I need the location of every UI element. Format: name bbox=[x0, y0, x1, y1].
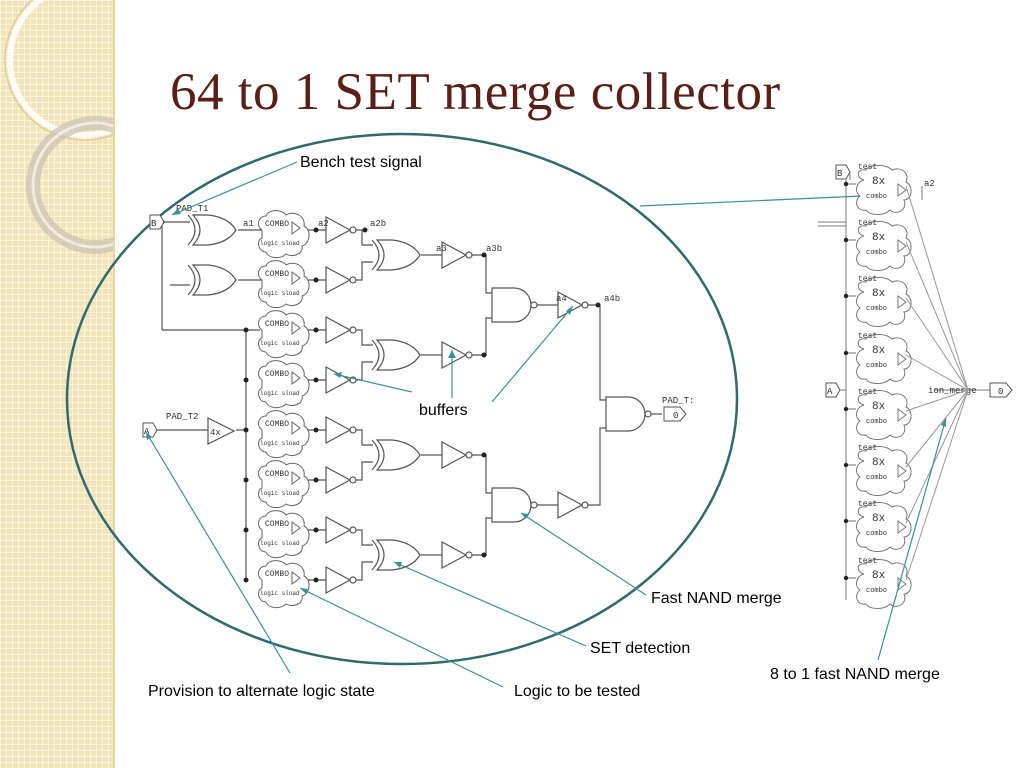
block-gain-label: 8x bbox=[872, 345, 886, 357]
block-test-label: test bbox=[858, 500, 877, 509]
pad-out-right bbox=[989, 382, 1013, 398]
combo-sublabel: logic sload bbox=[260, 290, 300, 297]
combo-sublabel: logic sload bbox=[260, 390, 300, 397]
net-a1: a1 bbox=[243, 219, 254, 229]
net-a2b: a2b bbox=[370, 219, 386, 229]
pad-t2-label: PAD_T2 bbox=[166, 412, 198, 422]
buffer-4x bbox=[207, 417, 236, 445]
right-schematic: B A 0 a2 ion_merge test 8x combo test 8x comb… bbox=[818, 163, 1013, 609]
block-gain-label: 8x bbox=[872, 457, 886, 469]
combo-block: COMBO logic sload bbox=[258, 510, 310, 559]
merge-block: test 8x combo bbox=[843, 388, 969, 440]
block-combo-label: combo bbox=[866, 418, 887, 426]
pad-out-left bbox=[663, 406, 687, 422]
merge-block: test 8x combo bbox=[843, 332, 969, 391]
block-gain-label: 8x bbox=[872, 570, 886, 582]
merge-block: test 8x combo bbox=[843, 219, 969, 391]
enclosing-ellipse bbox=[65, 132, 739, 666]
combo-sublabel: logic sload bbox=[260, 540, 300, 547]
combo-label: COMBO bbox=[265, 570, 289, 579]
combo-block: COMBO logic sload bbox=[258, 360, 310, 409]
combo-label: COMBO bbox=[265, 220, 289, 229]
combo-sublabel: logic sload bbox=[260, 590, 300, 597]
combo-label: COMBO bbox=[265, 520, 289, 529]
block-gain-label: 8x bbox=[872, 288, 886, 300]
block-combo-label: combo bbox=[866, 305, 887, 313]
net-a4b: a4b bbox=[604, 294, 620, 304]
merge-net-label: ion_merge bbox=[928, 386, 977, 396]
pad-b-right-label: B bbox=[837, 169, 843, 179]
callout-set-detection: SET detection bbox=[590, 640, 691, 657]
combo-sublabel: logic sload bbox=[260, 240, 300, 247]
block-gain-label: 8x bbox=[872, 513, 886, 525]
merge-block: test 8x combo bbox=[843, 275, 969, 391]
combo-label: COMBO bbox=[265, 370, 289, 379]
merge-block: test 8x combo bbox=[843, 389, 969, 496]
pad-out-left-value: 0 bbox=[673, 411, 678, 421]
merge-block: test 8x combo bbox=[843, 389, 969, 609]
net-a4: a4 bbox=[556, 294, 567, 304]
block-test-label: test bbox=[858, 444, 877, 453]
combo-sublabel: logic sload bbox=[260, 340, 300, 347]
block-test-label: test bbox=[858, 332, 877, 341]
block-combo-label: combo bbox=[866, 587, 887, 595]
combo-block: COMBO logic sload bbox=[258, 410, 310, 459]
net-a2: a2 bbox=[318, 219, 329, 229]
callout-logic-to-be-tested: Logic to be tested bbox=[514, 683, 641, 700]
block-test-label: test bbox=[858, 275, 877, 284]
pad-t1-label: PAD_T1 bbox=[176, 204, 208, 214]
combo-sublabel: logic sload bbox=[260, 440, 300, 447]
combo-label: COMBO bbox=[265, 270, 289, 279]
combo-label: COMBO bbox=[265, 320, 289, 329]
pad-a-left-label: A bbox=[144, 427, 150, 437]
pad-b-right bbox=[835, 164, 851, 180]
block-test-label: test bbox=[858, 219, 877, 228]
combo-label: COMBO bbox=[265, 470, 289, 479]
combo-block: COMBO logic sload bbox=[258, 310, 310, 359]
callout-arrowheads bbox=[146, 208, 946, 594]
decorative-rings bbox=[4, 0, 113, 254]
buffer-4x-label: 4x bbox=[210, 428, 221, 438]
pad-a-right-label: A bbox=[827, 387, 833, 397]
callout-buffers: buffers bbox=[419, 402, 468, 419]
block-combo-label: combo bbox=[866, 193, 887, 201]
slide-title: 64 to 1 SET merge collector bbox=[170, 63, 781, 121]
block-combo-label: combo bbox=[866, 362, 887, 370]
combo-sublabel: logic sload bbox=[260, 490, 300, 497]
block-test-label: test bbox=[858, 163, 877, 172]
combo-block: COMBO logic sload bbox=[258, 210, 310, 259]
pad-out-left-label: PAD_T: bbox=[662, 396, 694, 406]
block-combo-label: combo bbox=[866, 530, 887, 538]
pad-a-right bbox=[825, 382, 841, 398]
combo-block: COMBO logic sload bbox=[258, 560, 310, 609]
callout-eight-to-one: 8 to 1 fast NAND merge bbox=[770, 666, 940, 683]
block-gain-label: 8x bbox=[872, 401, 886, 413]
pad-b-left-label: B bbox=[151, 219, 157, 229]
net-a3: a3 bbox=[436, 244, 447, 254]
combo-block: COMBO logic sload bbox=[258, 260, 310, 309]
callout-leaders bbox=[145, 161, 947, 688]
combo-label: COMBO bbox=[265, 420, 289, 429]
pad-out-right-value: 0 bbox=[998, 387, 1003, 397]
block-combo-label: combo bbox=[866, 474, 887, 482]
zoom-connector-line bbox=[639, 195, 863, 207]
merge-block: test 8x combo bbox=[843, 389, 969, 552]
net-a3b: a3b bbox=[486, 244, 502, 254]
callout-provision-alternate: Provision to alternate logic state bbox=[148, 683, 375, 700]
block-combo-label: combo bbox=[866, 249, 887, 257]
combo-block: COMBO logic sload bbox=[258, 460, 310, 509]
callout-fast-nand-merge: Fast NAND merge bbox=[651, 590, 782, 607]
sidebar-pattern bbox=[0, 0, 115, 768]
callout-bench-test-signal: Bench test signal bbox=[300, 154, 422, 171]
block-test-label: test bbox=[858, 388, 877, 397]
right-net-a2: a2 bbox=[924, 179, 935, 189]
block-gain-label: 8x bbox=[872, 176, 886, 188]
block-gain-label: 8x bbox=[872, 232, 886, 244]
block-test-label: test bbox=[858, 557, 877, 566]
merge-block: test 8x combo bbox=[843, 163, 969, 391]
pad-b-left bbox=[149, 214, 165, 230]
